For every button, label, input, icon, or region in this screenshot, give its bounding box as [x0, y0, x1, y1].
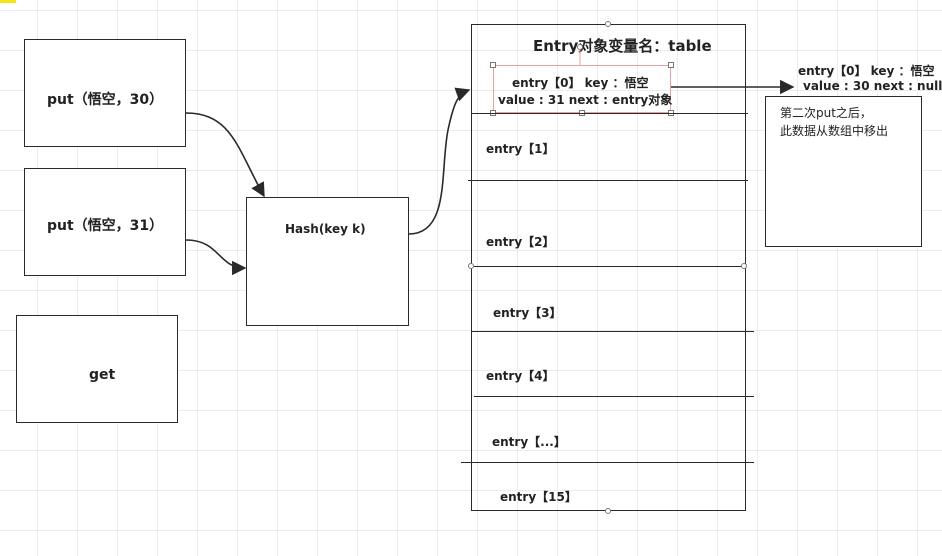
row-divider: [461, 462, 754, 463]
hash-label: Hash(key k): [285, 222, 366, 236]
row-divider: [471, 266, 746, 267]
put-box-1[interactable]: put（悟空，30）: [24, 39, 186, 147]
hash-box[interactable]: Hash(key k): [246, 197, 409, 326]
put-label-1: put（悟空，30）: [47, 92, 164, 108]
selection-handle[interactable]: [490, 62, 496, 68]
container-handle[interactable]: [605, 21, 611, 27]
old-entry-line2: value : 30 next : null: [803, 79, 942, 93]
arrow-put2-to-hash: [185, 239, 247, 276]
container-handle[interactable]: [605, 508, 611, 514]
container-handle[interactable]: [468, 263, 474, 269]
selection-handle[interactable]: [668, 62, 674, 68]
entry-ellipsis-label: entry【...】: [492, 435, 566, 449]
entry-2-label: entry【2】: [486, 235, 555, 249]
table-title: Entry对象变量名：table: [533, 37, 712, 55]
entry-0-line1: entry【0】 key ：悟空: [512, 76, 649, 90]
row-divider: [471, 331, 754, 332]
note-line1: 第二次put之后，: [780, 106, 872, 120]
container-handle[interactable]: [741, 263, 747, 269]
put-box-2[interactable]: put（悟空，31）: [24, 168, 186, 276]
get-box[interactable]: get: [16, 315, 178, 423]
arrow-put1-to-hash: [185, 112, 265, 198]
entry-0-line2: value : 31 next : entry对象: [498, 93, 673, 107]
row-divider: [474, 396, 754, 397]
note-box[interactable]: 第二次put之后， 此数据从数组中移出: [765, 96, 922, 247]
row-divider: [468, 180, 748, 181]
entry-15-label: entry【15】: [500, 490, 577, 504]
highlight-mark: [0, 0, 16, 3]
rotate-handle[interactable]: [577, 44, 583, 50]
row-divider: [471, 113, 748, 114]
entry-4-label: entry【4】: [486, 369, 555, 383]
old-entry-line1: entry【0】 key ：悟空: [798, 64, 935, 78]
entry-3-label: entry【3】: [493, 306, 562, 320]
put-label-2: put（悟空，31）: [47, 218, 164, 234]
get-label: get: [89, 367, 116, 383]
arrow-hash-to-table: [408, 87, 471, 235]
note-line2: 此数据从数组中移出: [780, 124, 889, 138]
entry-1-label: entry【1】: [486, 142, 555, 156]
